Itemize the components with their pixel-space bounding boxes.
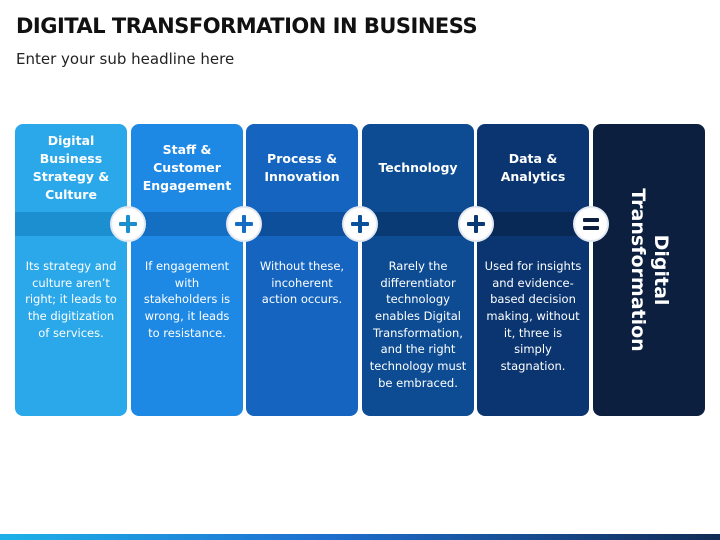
step-card-data-analytics: Data & Analytics Used for insights and e… (477, 124, 589, 416)
step-card-description: Rarely the differentiator technology ena… (369, 259, 467, 390)
step-card-description: Without these, incoherent action occurs. (259, 259, 345, 307)
step-card-description: Its strategy and culture aren’t right; i… (25, 259, 117, 340)
plus-icon (351, 215, 369, 233)
plus-icon (119, 215, 137, 233)
step-card-strategy-culture: Digital Business Strategy & Culture Its … (15, 124, 127, 416)
step-card-process-innovation: Process & Innovation Without these, inco… (246, 124, 358, 416)
plus-connector-2 (226, 206, 262, 242)
equals-icon (583, 218, 599, 230)
step-card-band (246, 212, 358, 236)
step-card-band (131, 212, 243, 236)
page-subtitle: Enter your sub headline here (16, 50, 235, 68)
result-label: Digital Transformation (626, 188, 672, 351)
plus-icon (235, 215, 253, 233)
equals-connector (573, 206, 609, 242)
step-card-description: Used for insights and evidence-based dec… (484, 259, 582, 374)
step-card-staff-engagement: Staff & Customer Engagement If engagemen… (131, 124, 243, 416)
footer-gradient-bar (0, 534, 720, 540)
plus-connector-3 (342, 206, 378, 242)
page-title: DIGITAL TRANSFORMATION IN BUSINESS (16, 14, 478, 38)
step-card-description: If engagement with stakeholders is wrong… (143, 259, 231, 340)
step-card-band (477, 212, 589, 236)
step-card-band (15, 212, 127, 236)
result-card-digital-transformation: Digital Transformation (593, 124, 705, 416)
plus-connector-1 (110, 206, 146, 242)
plus-icon (467, 215, 485, 233)
result-label-line1: Digital (649, 234, 672, 306)
step-card-heading: Digital Business Strategy & Culture (32, 132, 110, 203)
step-card-heading: Data & Analytics (500, 150, 566, 184)
step-card-heading: Process & Innovation (264, 150, 340, 184)
step-card-band (362, 212, 474, 236)
step-card-technology: Technology Rarely the differentiator tec… (362, 124, 474, 416)
step-card-heading: Technology (378, 159, 458, 175)
step-card-heading: Staff & Customer Engagement (142, 141, 232, 194)
result-label-line2: Transformation (627, 188, 649, 352)
plus-connector-4 (458, 206, 494, 242)
